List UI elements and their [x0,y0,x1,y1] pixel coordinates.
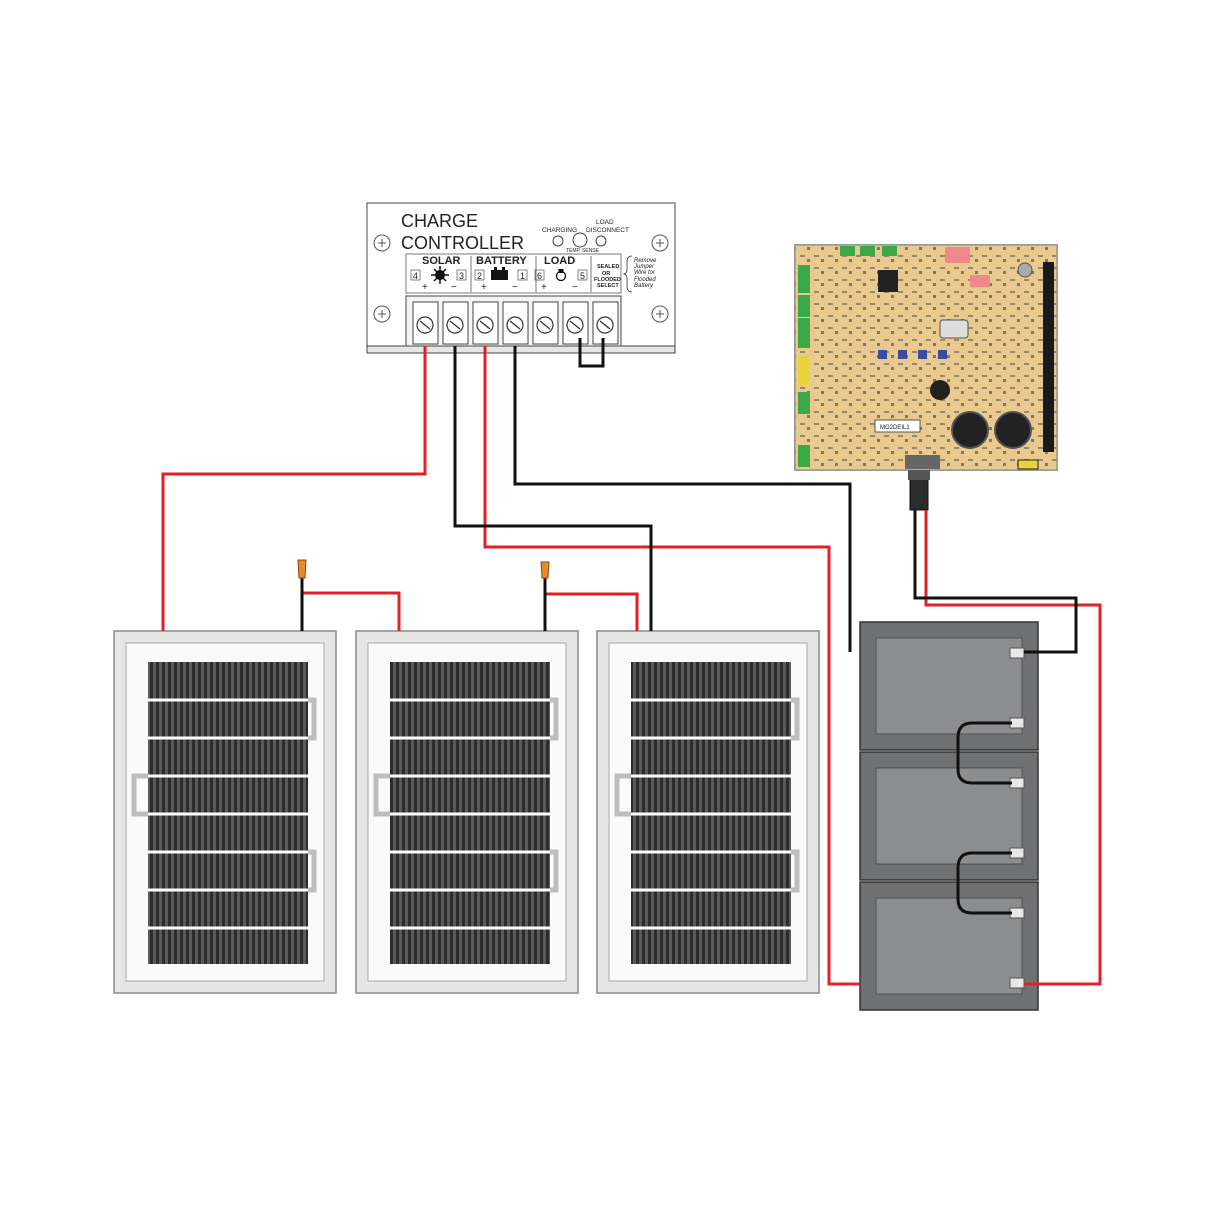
polarity-labels: + − + − + − [422,282,578,293]
battery-terminal-icon [1009,717,1025,729]
load-group-label: LOAD [544,255,575,267]
terminal-number: 1 [520,271,525,281]
board-label: MG2DEIL1 [880,425,910,431]
solar-panel [113,630,337,994]
solar-panel [355,630,579,994]
battery-terminal-icon [1009,847,1025,859]
bulb-icon [555,269,567,282]
charging-led-icon [552,235,564,247]
battery-link-wire [956,721,1012,785]
battery-link-wire [956,851,1012,915]
wire-load-negative [513,346,852,652]
plus-label: + [481,282,487,293]
solar-panel [596,630,820,994]
controller-title-1: CHARGE [401,211,478,231]
plus-label: + [422,282,428,293]
note-line: Jumper [633,264,655,270]
plus-label: + [541,282,547,293]
terminal-number-labels: 4 3 2 1 6 5 [410,269,588,281]
control-board: MG2DEIL1 [794,244,1058,471]
board-connector-housing [908,470,930,480]
note-line: Flooded [634,277,656,283]
battery [859,751,1039,881]
terminal-number: 4 [413,271,418,281]
battery-icon [491,267,508,280]
minus-label: − [451,282,457,293]
wire-nut-icon [297,559,550,579]
wire-solar-negative [453,346,653,631]
charge-controller: CHARGE CONTROLLER CHARGING LOAD DISCONNE… [366,202,676,354]
controller-title-2: CONTROLLER [401,233,524,253]
note-line: Battery [634,283,654,289]
terminal-block [405,295,622,347]
terminal-number: 3 [459,271,464,281]
battery [859,621,1039,751]
battery-terminal-icon [1009,647,1025,659]
charging-led-label: CHARGING [542,227,577,234]
note-line: Remove [634,258,657,264]
sealed-flooded-select-label: SEALED OR FLOODED SELECT [594,264,621,289]
mount-screw-icon [373,234,669,323]
solar-group-label: SOLAR [422,255,461,267]
select-line: OR [602,271,610,277]
minus-label: − [572,282,578,293]
battery [859,881,1039,1011]
load-disconnect-led-icon [595,235,607,247]
load-led-label-2: DISCONNECT [586,227,629,234]
note-line: Wire for [634,270,656,276]
wire-solar-positive [161,346,427,631]
terminal-number: 2 [477,271,482,281]
sun-icon [431,266,449,284]
terminal-number: 5 [580,271,585,281]
wire-board-positive [924,510,1102,986]
wire-panel1-panel2 [302,591,401,631]
select-line: FLOODED [594,277,621,283]
board-power-connector [909,477,929,511]
wire-battery-positive [483,346,860,986]
select-line: SEALED [597,264,619,270]
select-line: SELECT [597,283,619,289]
temp-sense-label: TEMP. SENSE [566,248,600,254]
temp-sense-icon [572,232,588,248]
wire-board-negative [913,510,1078,654]
wire-panel2-panel3 [545,592,639,631]
battery-terminal-icon [1009,777,1025,789]
jumper-note: Remove Jumper Wire for Flooded Battery [633,258,657,289]
battery-terminal-icon [1009,907,1025,919]
load-led-label-1: LOAD [596,219,614,226]
battery-terminal-icon [1009,977,1025,989]
battery-group-label: BATTERY [476,255,527,267]
minus-label: − [512,282,518,293]
jumper-wire [578,338,605,368]
terminal-number: 6 [537,271,542,281]
